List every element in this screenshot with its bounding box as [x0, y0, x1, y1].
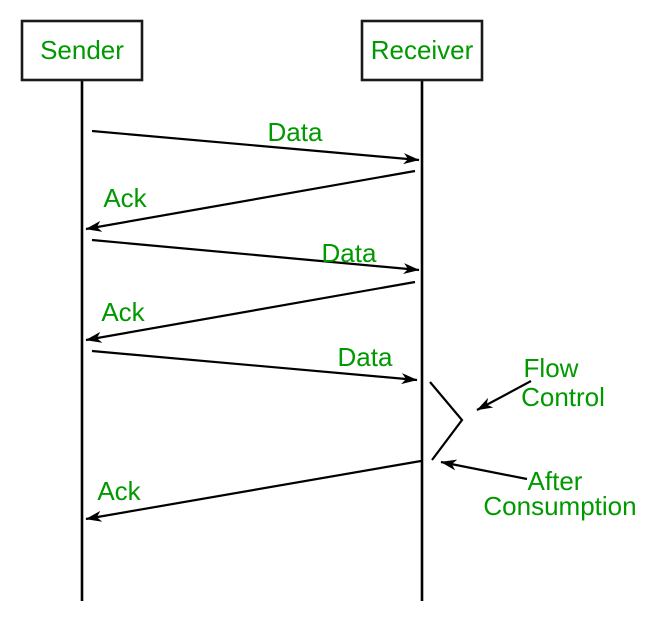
message-label-ack-3: Ack: [97, 476, 141, 506]
message-arrow-ack-1: [85, 169, 416, 232]
message-label-data-3: Data: [338, 342, 393, 372]
receiver-box: [360, 19, 484, 82]
processing-delay-brace: [429, 381, 464, 461]
flow-control-label-line1: Flow: [524, 353, 579, 383]
message-label-ack-2: Ack: [101, 297, 145, 327]
message-arrow-data-1: [91, 129, 420, 165]
message-arrow-data-3: [91, 349, 418, 385]
message-label-ack-1: Ack: [103, 183, 147, 213]
message-arrow-ack-2: [85, 280, 416, 343]
after-consumption-pointer-arrow: [440, 459, 528, 481]
message-label-data-2: Data: [322, 238, 377, 268]
sender-label: Sender: [40, 35, 124, 65]
sender-box: [20, 19, 144, 82]
after-consumption-label-line2: Consumption: [483, 491, 636, 521]
flow-control-label-line2: Control: [521, 382, 605, 412]
after-consumption-label-line1: After: [528, 466, 583, 496]
message-arrow-ack-3: [85, 459, 422, 522]
receiver-label: Receiver: [371, 35, 474, 65]
message-label-data-1: Data: [268, 117, 323, 147]
message-arrow-data-2: [91, 238, 420, 275]
flow-control-pointer-arrow: [476, 380, 532, 411]
